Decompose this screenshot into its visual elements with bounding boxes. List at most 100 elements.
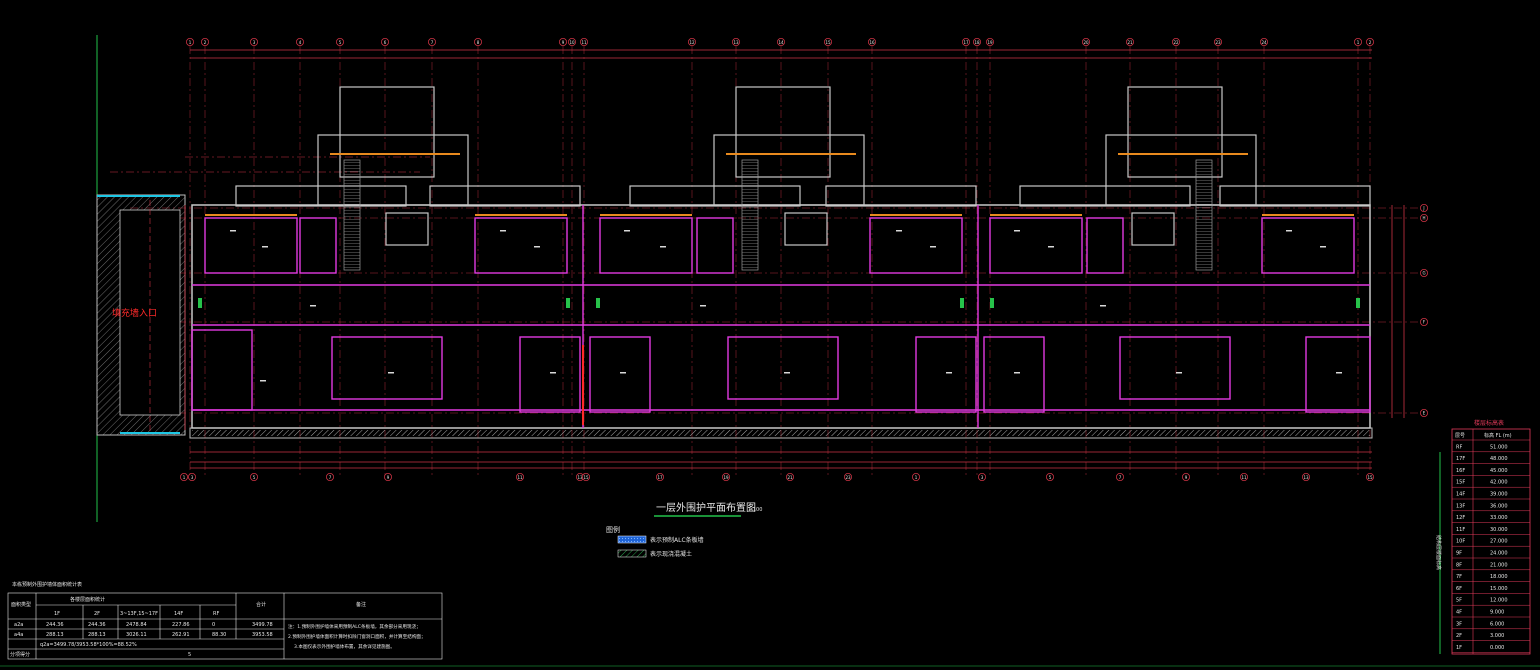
top-axis-label: 18 (974, 40, 980, 45)
bottom-axis-label: 17 (657, 475, 663, 480)
top-axis-label: 1 (1357, 40, 1360, 45)
area-cell: 227.86 (172, 622, 190, 628)
top-axis-label: 2 (204, 40, 207, 45)
elevation-floor: 11F (1456, 527, 1465, 533)
elevation-value: 15.000 (1490, 586, 1508, 592)
area-cell: 0 (212, 622, 215, 628)
elevation-header-floor: 层号 (1455, 433, 1465, 439)
area-header-14f: 14F (174, 611, 183, 617)
bottom-axis-label: 9 (1185, 475, 1188, 480)
area-cell: 3026.11 (126, 632, 147, 638)
elevation-value: 42.000 (1490, 480, 1508, 486)
top-axis-label: 22 (1173, 40, 1179, 45)
elevation-value: 39.000 (1490, 492, 1508, 498)
area-cell: 244.36 (88, 622, 106, 628)
area-cell: 2478.84 (126, 622, 147, 628)
elevation-floor: RF (1456, 444, 1462, 450)
area-note-3: 3.本图仅表示外围护墙体布置，其余详见建施图。 (294, 643, 395, 650)
area-header-mid: 3~13F,15~17F (120, 611, 158, 617)
elevation-floor: 1F (1456, 645, 1462, 651)
area-header-2f: 2F (94, 611, 100, 617)
bottom-axis-label: 21 (787, 475, 793, 480)
bottom-axis-label: 1 (183, 475, 186, 480)
top-axis-label: 12 (689, 40, 695, 45)
area-score-label: 分项得分 (10, 651, 30, 658)
elevation-value: 18.000 (1490, 574, 1508, 580)
area-cell: 244.36 (46, 622, 64, 628)
bottom-axis-label: 7 (1119, 475, 1122, 480)
building-plan (189, 86, 1373, 439)
elevation-floor: 2F (1456, 633, 1462, 639)
area-cell: a2a (14, 622, 23, 628)
elevation-value: 6.000 (1490, 621, 1504, 627)
bottom-axis-label: 1 (915, 475, 918, 480)
area-formula: q2a=3499.78/3953.58*100%=88.52% (40, 642, 137, 648)
top-axis-label: 19 (987, 40, 993, 45)
area-header-rf: RF (213, 611, 219, 617)
top-axis-label: 1 (189, 40, 192, 45)
elevation-value: 33.000 (1490, 515, 1508, 521)
annex-note: 填充墙入口 (112, 307, 157, 319)
elevation-value: 9.000 (1490, 610, 1504, 616)
bottom-axis-label: 19 (723, 475, 729, 480)
elevation-value: 24.000 (1490, 551, 1508, 557)
bottom-axis-label: 11 (1241, 475, 1247, 480)
right-axis-label: G (1422, 271, 1425, 276)
top-axis-label: 5 (339, 40, 342, 45)
bottom-axis-label: 13 (1303, 475, 1309, 480)
top-axis-label: 9 (562, 40, 565, 45)
top-axis-label: 6 (384, 40, 387, 45)
area-cell: 3953.58 (252, 632, 273, 638)
elevation-floor: 13F (1456, 503, 1465, 509)
area-cell: 88.30 (212, 632, 226, 638)
elevation-floor: 16F (1456, 468, 1465, 474)
area-score-value: 5 (188, 652, 191, 658)
elevation-value: 21.000 (1490, 562, 1508, 568)
elevation-floor: 15F (1456, 480, 1465, 486)
drawing-title: 一层外围护平面布置图 (656, 501, 756, 514)
elevation-value: 30.000 (1490, 527, 1508, 533)
elevation-floor: 3F (1456, 621, 1462, 627)
legend-concrete-label: 表示现浇混凝土 (650, 550, 692, 558)
top-axis-label: 16 (869, 40, 875, 45)
elevation-floor: 10F (1456, 539, 1465, 545)
top-axis-label: 20 (1083, 40, 1089, 45)
elevation-value: 36.000 (1490, 503, 1508, 509)
area-header-type: 面积类型 (11, 601, 31, 608)
top-axis-label: 10 (569, 40, 575, 45)
elevation-header-level: 标高 FL (m) (1484, 432, 1512, 439)
area-cell: 3499.78 (252, 622, 273, 628)
top-axis-label: 14 (778, 40, 784, 45)
elevation-value: 12.000 (1490, 598, 1508, 604)
elevation-floor: 14F (1456, 492, 1465, 498)
right-axis-label: H (1422, 216, 1425, 221)
elevation-table-title: 楼层标高表 (1474, 419, 1504, 427)
top-axis-label: 17 (963, 40, 969, 45)
legend-heading: 图例 (606, 525, 620, 534)
area-cell: a4a (14, 632, 23, 638)
top-axis-label: 3 (253, 40, 256, 45)
area-table-title: 本栋预制外围护墙体面积统计表 (12, 581, 82, 588)
elevation-side-label: 结构层楼面标高 (1435, 535, 1442, 570)
area-header-notes: 备注 (356, 601, 366, 608)
bottom-axis-label: 15 (1367, 475, 1373, 480)
top-axis-label: 8 (477, 40, 480, 45)
area-cell: 288.13 (46, 632, 64, 638)
area-table: 本栋预制外围护墙体面积统计表 各楼层面积统计 面积类型 1F 2F 3~13F,… (7, 581, 443, 660)
top-axis-label: 15 (825, 40, 831, 45)
elevation-value: 3.000 (1490, 633, 1504, 639)
right-axis-label: F (1423, 320, 1426, 325)
elevation-value: 51.000 (1490, 444, 1508, 450)
legend-alc-label: 表示预制ALC条板墙 (650, 536, 704, 544)
top-axis-label: 13 (733, 40, 739, 45)
elevation-floor: 12F (1456, 515, 1465, 521)
bottom-axis-label: 3 (191, 475, 194, 480)
right-axis-label: E (1423, 411, 1426, 416)
bottom-axis-label: 5 (253, 475, 256, 480)
elevation-value: 45.000 (1490, 468, 1508, 474)
elevation-floor: 5F (1456, 598, 1462, 604)
